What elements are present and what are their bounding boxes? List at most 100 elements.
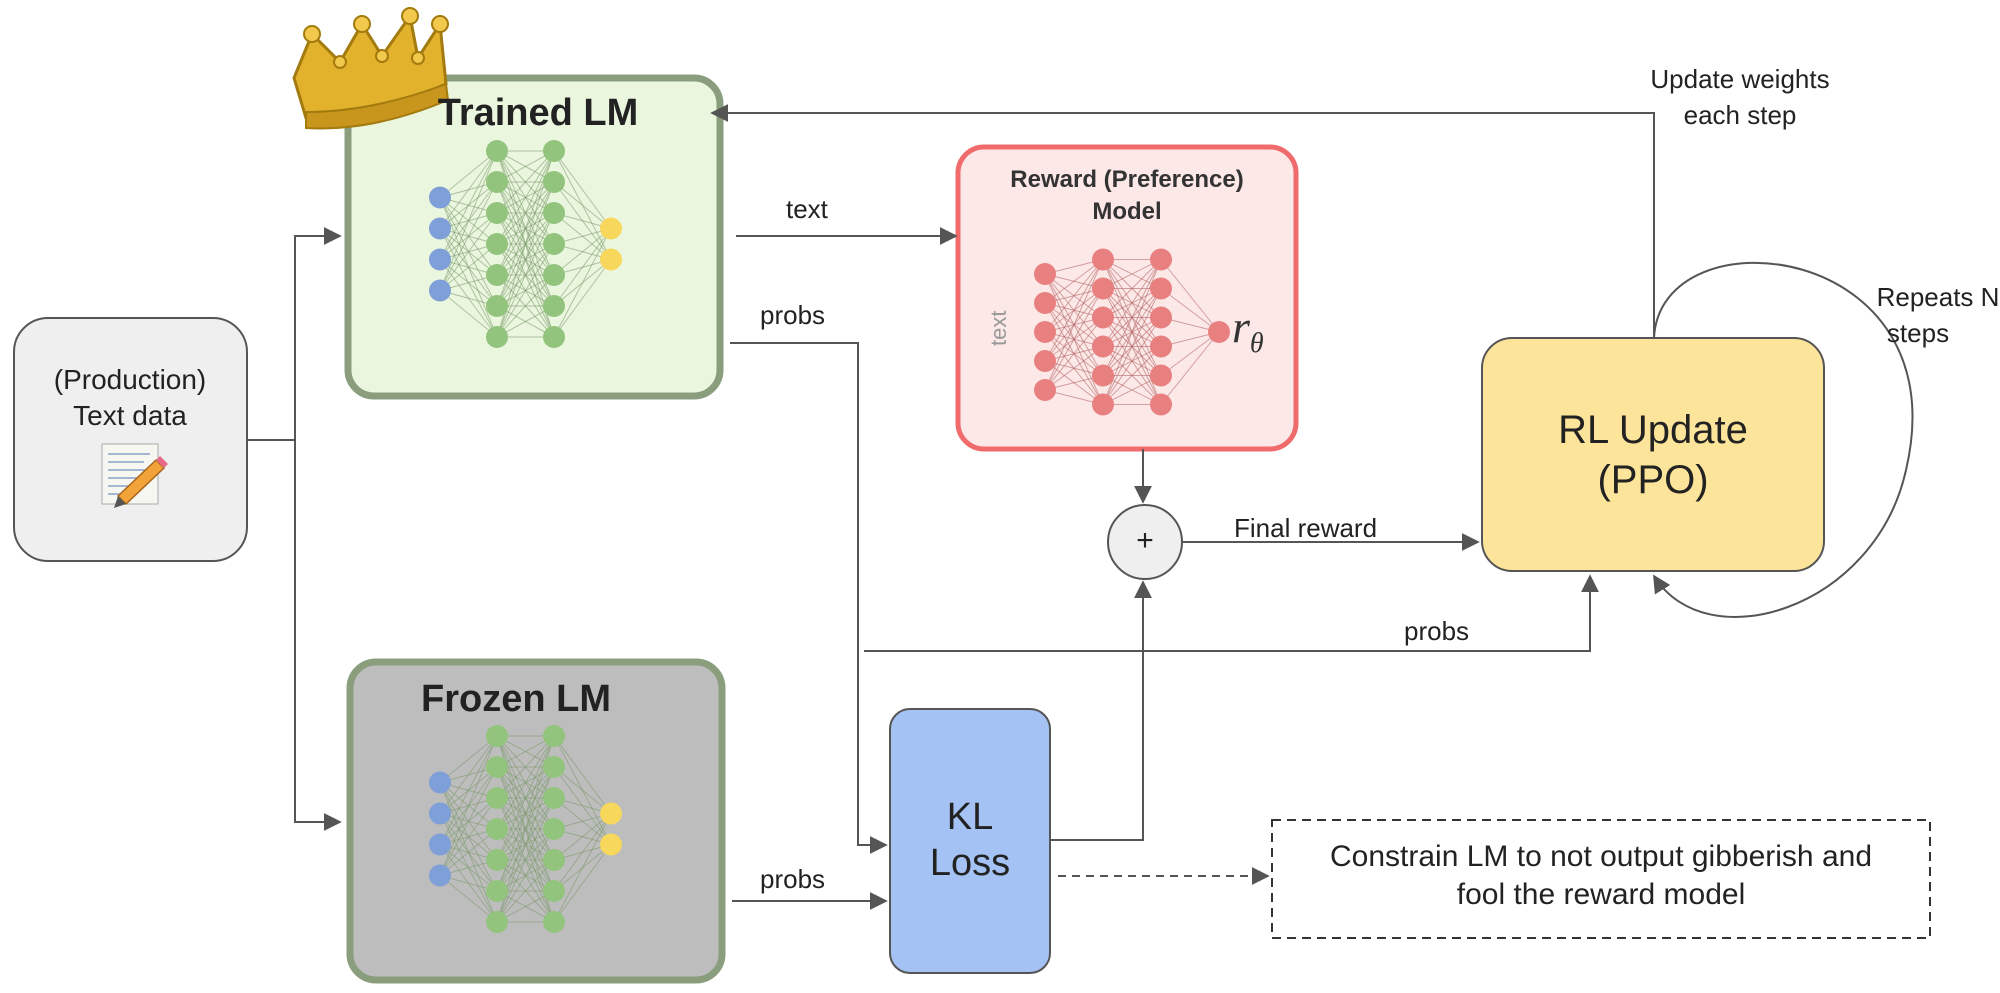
network-edge — [1102, 317, 1162, 405]
reward-symbol-r: r — [1232, 301, 1250, 352]
network-node — [486, 880, 508, 902]
frozen-lm-network-icon — [429, 725, 622, 933]
network-edge — [496, 859, 555, 923]
network-node — [486, 202, 508, 224]
frozen-lm-title: Frozen LM — [421, 678, 611, 720]
edge-probs-to-rl — [864, 574, 1599, 652]
network-edge — [553, 813, 612, 923]
network-edge — [439, 212, 498, 291]
reward-model-title-line1: Reward (Preference) — [1010, 166, 1244, 193]
network-node — [543, 295, 565, 317]
network-node — [1034, 379, 1056, 401]
network-edge — [439, 150, 498, 229]
network-edge — [1160, 331, 1220, 376]
network-node — [543, 756, 565, 778]
network-node — [600, 802, 622, 825]
network-node — [1092, 364, 1114, 387]
network-edge — [553, 228, 612, 338]
edge-to-frozen — [294, 440, 342, 831]
reward-symbol-theta: θ — [1249, 328, 1264, 360]
network-node — [1092, 335, 1114, 358]
network-node — [486, 140, 508, 162]
edge-update-weights — [710, 104, 1655, 338]
network-edge — [439, 243, 498, 291]
network-edge — [496, 828, 555, 923]
note-box — [1271, 819, 1931, 939]
network-node — [486, 171, 508, 193]
network-edge — [496, 150, 555, 245]
network-node — [429, 186, 451, 209]
reward-model-title-line2: Model — [1092, 198, 1162, 225]
network-edge — [496, 797, 555, 923]
network-edge — [1044, 259, 1104, 304]
network-node — [1150, 364, 1172, 387]
network-node — [429, 217, 451, 240]
network-node — [543, 171, 565, 193]
network-node — [486, 818, 508, 840]
network-node — [543, 725, 565, 747]
input-label-line2: Text data — [73, 400, 187, 431]
network-node — [543, 880, 565, 902]
network-edge — [1044, 317, 1104, 391]
network-edge — [439, 150, 498, 291]
edge-label-repeats-line1: Repeats N — [1876, 282, 2000, 312]
edge-label-repeats-line2: steps — [1886, 318, 1950, 348]
network-edge — [1102, 346, 1162, 405]
network-node — [1034, 321, 1056, 343]
input-box — [13, 317, 248, 562]
network-node — [486, 233, 508, 255]
network-edge — [439, 735, 498, 845]
rl-update-line2: (PPO) — [1597, 458, 1709, 502]
edge-probs-trained — [730, 342, 888, 854]
sum-node-symbol: + — [1136, 524, 1154, 557]
network-edge — [1102, 259, 1162, 376]
network-node — [1092, 248, 1114, 271]
network-node — [486, 787, 508, 809]
network-edge — [496, 274, 555, 338]
network-edge — [1044, 346, 1104, 391]
network-edge — [553, 813, 612, 861]
network-node — [486, 911, 508, 933]
network-edge — [1102, 259, 1162, 347]
network-edge — [496, 212, 555, 338]
network-edge — [439, 766, 498, 876]
network-edge — [439, 797, 498, 876]
edge-kl-to-sum — [1050, 580, 1152, 841]
network-edge — [1044, 288, 1104, 391]
network-edge — [1044, 259, 1104, 362]
network-node — [543, 264, 565, 286]
network-node — [429, 248, 451, 271]
network-edge — [439, 875, 498, 923]
trained-lm-network-icon — [429, 140, 622, 348]
network-edge — [496, 150, 555, 276]
network-edge — [496, 735, 555, 799]
network-edge — [439, 735, 498, 876]
edge-label-final-reward: Final reward — [1234, 513, 1378, 543]
trained-lm-title: Trained LM — [437, 92, 639, 134]
network-node — [429, 279, 451, 302]
network-node — [543, 818, 565, 840]
network-edge — [553, 766, 612, 814]
edge-label-update-line2: each step — [1683, 100, 1797, 130]
network-edge — [496, 243, 555, 338]
network-node — [429, 833, 451, 856]
network-edge — [496, 735, 555, 861]
note-line1: Constrain LM to not output gibberish and — [1329, 840, 1873, 873]
edge-label-update-line1: Update weights — [1650, 64, 1830, 94]
network-node — [600, 833, 622, 856]
network-node — [543, 326, 565, 348]
network-node — [1150, 277, 1172, 300]
network-edge — [553, 844, 612, 923]
edge-label-probs-frozen: probs — [760, 864, 826, 894]
network-node — [429, 864, 451, 887]
edge-to-trained — [294, 227, 342, 440]
network-edge — [1160, 288, 1220, 333]
network-node — [1150, 248, 1172, 271]
network-edge — [553, 228, 612, 307]
network-edge — [496, 150, 555, 214]
network-node — [486, 264, 508, 286]
rl-update-box — [1481, 337, 1825, 572]
network-node — [543, 140, 565, 162]
network-edge — [439, 735, 498, 814]
